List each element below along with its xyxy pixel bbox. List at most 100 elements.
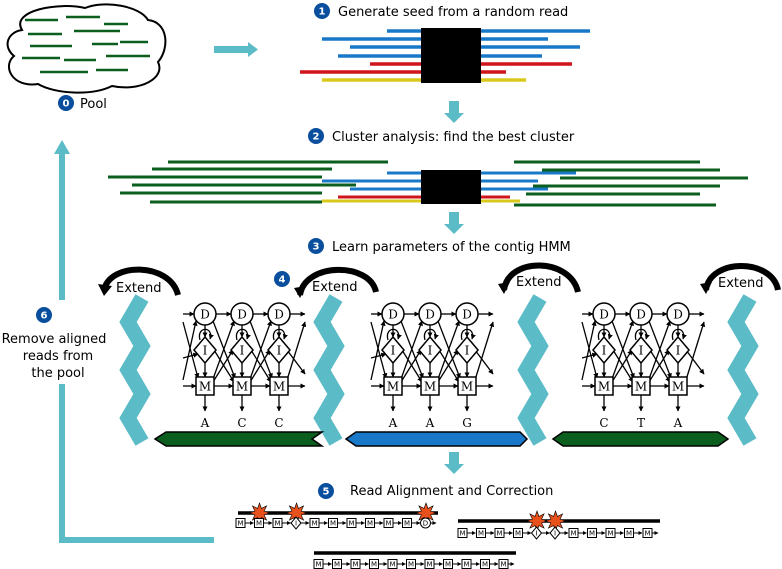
insert-state	[267, 335, 291, 365]
match-state	[568, 528, 579, 538]
match-state	[235, 518, 246, 528]
insert-state	[549, 526, 561, 540]
match-state	[476, 528, 486, 538]
match-state	[269, 376, 289, 396]
seed-reads	[300, 28, 590, 83]
insert-state-label: I	[277, 344, 282, 358]
feedback-arrow	[54, 140, 214, 543]
delete-state-label: D	[388, 308, 398, 322]
state-label: D	[423, 520, 428, 528]
step-2-number: 2	[313, 132, 320, 143]
state-label: M	[515, 530, 521, 538]
insert-state	[455, 335, 479, 365]
emitted-base: C	[237, 416, 246, 430]
match-state	[457, 376, 477, 396]
delete-state-label: D	[274, 308, 284, 322]
state-label: M	[626, 530, 632, 538]
step-6-line-2: reads from	[23, 349, 93, 364]
delete-state	[267, 302, 291, 326]
delete-state-label: D	[200, 308, 210, 322]
hmm-transitions	[581, 311, 706, 412]
hmm-transitions	[370, 311, 495, 412]
match-state	[587, 528, 597, 538]
step-3-badge	[308, 238, 324, 254]
pool-reads	[22, 15, 150, 74]
step-4-badge	[274, 271, 290, 287]
step-1-label: Generate seed from a random read	[338, 5, 568, 20]
insert-state	[290, 516, 302, 530]
emitted-base: C	[599, 416, 608, 430]
state-label: M	[404, 520, 410, 528]
extend-label-1: Extend	[116, 281, 162, 296]
pool: 0 Pool	[6, 3, 167, 112]
insert-state-label: I	[203, 344, 208, 358]
insert-state-label: I	[240, 344, 245, 358]
match-state	[383, 376, 403, 396]
delete-state-label: D	[237, 308, 247, 322]
insert-state	[530, 526, 543, 540]
state-label: M	[496, 530, 502, 538]
extend-arcs: Extend Extend Extend Extend	[98, 262, 781, 298]
step-5-badge	[318, 483, 334, 499]
arrow-seed-to-cluster	[444, 101, 464, 123]
arrow-hmm-to-alignment	[444, 452, 464, 474]
match-state-label: M	[236, 380, 248, 394]
state-label: M	[348, 520, 354, 528]
match-state-label: M	[424, 380, 436, 394]
state-label: M	[315, 561, 321, 569]
match-state	[605, 528, 616, 538]
step-6-line-3: the pool	[31, 366, 84, 381]
state-label: M	[385, 520, 391, 528]
emitted-base: A	[425, 416, 435, 430]
step-5: 5 Read Alignment and Correction	[318, 483, 553, 499]
step-3-number: 3	[313, 242, 320, 253]
state-label: M	[500, 561, 506, 569]
insert-state	[381, 335, 405, 365]
step-2-badge	[308, 128, 324, 144]
state-label: M	[589, 530, 595, 538]
pool-badge-number: 0	[63, 99, 70, 110]
step-1: 1 Generate seed from a random read	[300, 3, 590, 83]
match-state	[195, 376, 215, 396]
delete-state-label: D	[636, 308, 646, 322]
delete-state	[381, 302, 405, 326]
state-label: M	[367, 520, 373, 528]
state-label: M	[237, 520, 243, 528]
delete-state-label: D	[425, 308, 435, 322]
delete-state-label: D	[673, 308, 683, 322]
step-6-line-1: Remove aligned	[2, 332, 107, 347]
insert-state-label: I	[639, 344, 644, 358]
cluster-reads	[108, 160, 748, 207]
arrow-cluster-to-hmm	[444, 212, 464, 234]
emitted-base: A	[673, 416, 683, 430]
match-state-label: M	[461, 380, 473, 394]
state-label: M	[445, 561, 451, 569]
state-label: M	[607, 530, 613, 538]
match-state	[365, 518, 375, 528]
delete-state-label: D	[599, 308, 609, 322]
state-label: I	[535, 530, 537, 538]
extend-label-4: Extend	[718, 276, 764, 291]
emitted-base: A	[200, 416, 210, 430]
match-state	[420, 376, 440, 396]
match-state	[346, 518, 357, 528]
delete-state	[193, 302, 217, 326]
state-label: M	[570, 530, 576, 538]
seed-read-highlight	[421, 28, 481, 83]
step-2-label: Cluster analysis: find the best cluster	[332, 130, 575, 145]
match-state	[513, 528, 523, 538]
state-label: M	[478, 530, 484, 538]
pool-label: Pool	[80, 97, 107, 112]
contig-segment-green-left	[153, 431, 325, 447]
insert-state-label: I	[391, 344, 396, 358]
delete-state	[418, 302, 442, 326]
insert-state	[629, 335, 653, 365]
delete-state	[666, 302, 690, 326]
state-label: M	[482, 561, 488, 569]
match-state	[383, 518, 394, 528]
